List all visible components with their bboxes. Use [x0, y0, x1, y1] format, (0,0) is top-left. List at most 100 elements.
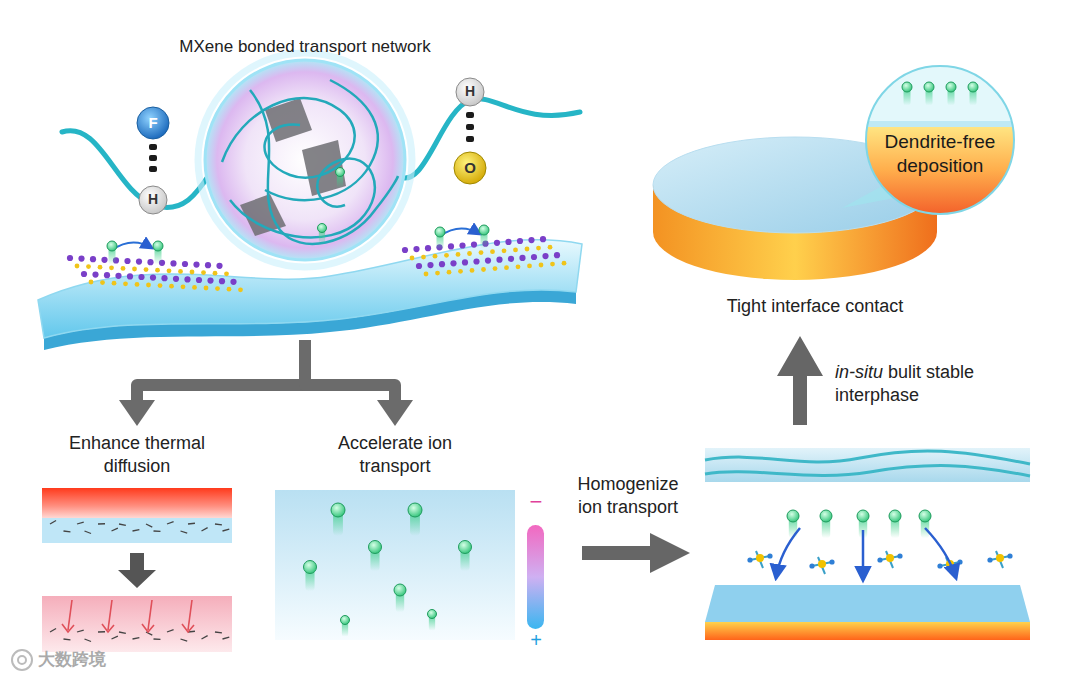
lattice-atom: [447, 270, 452, 275]
lattice-atom: [169, 284, 174, 289]
lattice-atom: [182, 261, 188, 267]
arrow-label-italic: in-situ: [835, 361, 883, 384]
dash: [149, 166, 157, 172]
bubble-interphase: [865, 121, 1015, 127]
lattice-atom: [504, 265, 509, 270]
filler-dash: [154, 530, 161, 532]
lattice-atom: [490, 249, 495, 254]
filler-dash: [215, 631, 222, 633]
lattice-atom: [562, 261, 567, 266]
lattice-atom: [67, 255, 73, 261]
lattice-atom: [540, 236, 546, 242]
heat-arrow: [148, 600, 152, 630]
tangle-line: [265, 80, 378, 200]
lattice-atom: [115, 273, 121, 279]
filler-dash: [181, 639, 188, 641]
dash: [466, 136, 474, 142]
lithium-ion: [336, 168, 345, 177]
filler-dash: [77, 630, 84, 632]
lattice-atom: [542, 253, 548, 259]
ion-transport-panel: Accelerate ion transport: [275, 430, 515, 645]
heat-arrow: [68, 600, 72, 630]
lithium-ion: [857, 510, 869, 522]
lattice-atom: [109, 265, 114, 270]
filler-dash: [223, 529, 230, 531]
mxene-ions: [107, 168, 489, 265]
filler-dash: [202, 528, 208, 531]
cool-layer: [42, 518, 232, 543]
lithium-ion: [919, 510, 931, 522]
flux-arrow: [925, 528, 956, 578]
tangle-line: [250, 90, 398, 244]
anion-atom: [767, 553, 772, 558]
membrane-fibres: [705, 451, 1030, 476]
lattice-atom: [479, 250, 484, 255]
lattice-atom: [230, 279, 236, 285]
polymer-sphere: [198, 53, 412, 267]
flux-arrow: [776, 528, 800, 578]
oxygen-atom: O: [453, 151, 487, 185]
filler-dash: [112, 636, 118, 639]
anion-atom: [987, 557, 992, 562]
interphase-ions: [787, 510, 931, 538]
lattice-atom: [519, 255, 525, 261]
hop-arrow: [440, 228, 480, 236]
node-label: Tight interface contact: [727, 295, 903, 318]
lattice-atom: [170, 260, 176, 266]
lithium-ion: [369, 541, 382, 554]
anion-bond: [996, 551, 1003, 568]
anion-atom: [957, 559, 962, 564]
mxene-network-panel: MXene bonded transport networkFHHO: [20, 30, 590, 340]
lithium-ion: [408, 503, 422, 517]
anion-atom: [809, 563, 814, 568]
lithium-ion: [153, 241, 163, 251]
sphere: [205, 60, 405, 260]
anion-atom: [747, 557, 752, 562]
lattice-atom: [481, 267, 486, 272]
lattice-atom: [410, 256, 415, 261]
lattice-atom: [548, 245, 553, 250]
lattice-atom: [494, 240, 500, 246]
fibre: [705, 451, 1030, 464]
hot-layer: [42, 488, 232, 518]
lithium-ion: [331, 503, 345, 517]
heat-arrow: [182, 624, 194, 632]
lattice-atom: [136, 259, 142, 265]
lattice-atom: [167, 268, 172, 273]
lattice-atom: [98, 265, 103, 270]
filler-dash: [133, 638, 140, 639]
lattice-atom: [158, 283, 163, 288]
filler-dash: [98, 523, 105, 525]
logo-ring: [12, 650, 32, 670]
lattice-atom: [173, 276, 179, 282]
node-label: Accelerate ion transport: [325, 432, 465, 477]
lithium-ion: [459, 541, 472, 554]
lattice-atom: [462, 259, 468, 265]
atom-circle: [139, 186, 167, 214]
anion-bond: [818, 557, 825, 574]
lithium-ion: [889, 510, 901, 522]
lattice-atom: [121, 266, 126, 271]
filler-dash: [85, 531, 92, 534]
filler-dash: [167, 630, 174, 632]
lithium-ion: [902, 82, 912, 92]
filler-dashes: [50, 521, 229, 534]
logo-dot: [18, 656, 26, 664]
filler-dash: [146, 524, 152, 527]
tangle-line: [230, 158, 375, 237]
lattice-atom: [517, 238, 523, 244]
lattice-atom: [127, 273, 133, 279]
lithium-ion: [946, 82, 956, 92]
lithium-ion: [428, 610, 437, 619]
filler-dash: [146, 632, 152, 635]
lattice-atom: [147, 259, 153, 265]
lattice-atom: [502, 248, 507, 253]
filler-dash: [64, 530, 71, 532]
flow-arrow: [137, 340, 305, 400]
lattice-atom: [459, 242, 465, 248]
lithium-ion: [968, 82, 978, 92]
lattice-atom: [505, 239, 511, 245]
lattice-atom: [227, 287, 232, 292]
lattice-atom: [485, 258, 491, 264]
dendrite-free-bubble: Dendrite-free deposition: [865, 65, 1015, 215]
